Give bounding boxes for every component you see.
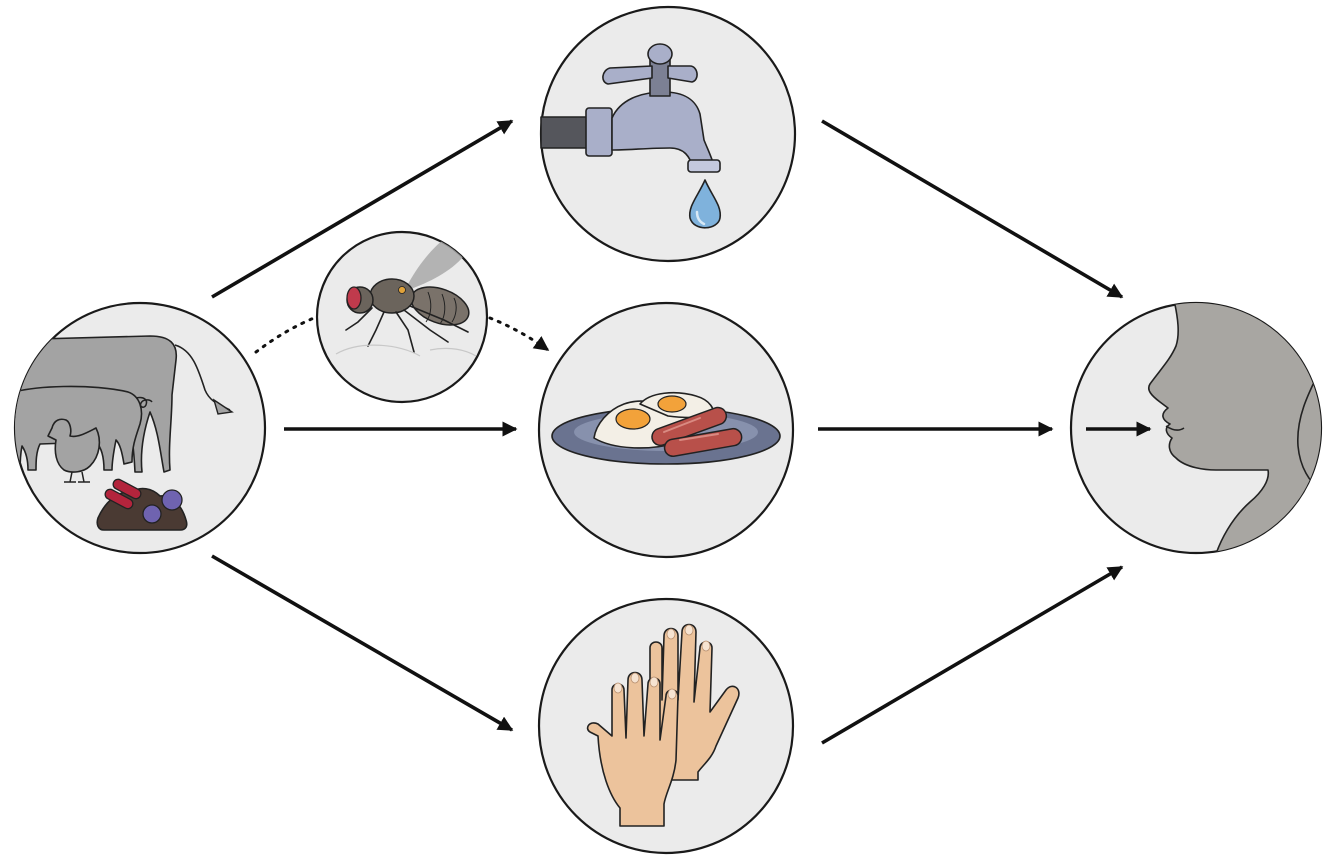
egg-yolk-1 [615, 408, 651, 430]
fly-ground-shadow [335, 344, 477, 357]
water-drop-shine [695, 210, 706, 226]
livestock-and-microbes-icon [15, 335, 234, 531]
tap-pipe [540, 116, 591, 149]
fly-eye [346, 286, 362, 310]
bacteria-coccus-1 [161, 489, 183, 511]
chicken-silhouette [47, 418, 101, 473]
face-profile [1147, 303, 1321, 553]
breakfast-plate-icon [551, 391, 781, 465]
cow-tail-tip [212, 398, 234, 415]
water-node [539, 5, 797, 263]
egg-yolk-2 [657, 395, 687, 413]
pig-silhouette [15, 385, 143, 473]
fly-thorax [369, 278, 415, 314]
hands-icon [586, 623, 740, 827]
dotted-arrow-source-to-fly [254, 316, 316, 354]
water-tap-icon [540, 43, 722, 229]
fly-abdomen-bands [425, 291, 457, 325]
fly-wing-base [398, 286, 406, 294]
arrow-water-to-human [821, 119, 1124, 299]
food-node [537, 301, 795, 559]
dotted-arrow-fly-to-food [488, 316, 550, 352]
bacteria-rod-2 [112, 478, 142, 500]
edges [211, 119, 1124, 745]
tap-spout-ring [687, 159, 721, 173]
human-node [1069, 301, 1323, 555]
sausage-shine [663, 417, 719, 441]
tap-handle-left [602, 65, 653, 85]
sausage-2 [663, 427, 743, 458]
arrow-source-to-hands [211, 554, 514, 732]
sausage-1 [651, 406, 728, 447]
arrow-source-to-water [211, 119, 514, 299]
pig-tail [135, 396, 153, 408]
human-mouth-icon [1147, 303, 1321, 553]
fingernails [613, 624, 711, 700]
bacteria-rod-1 [104, 488, 134, 510]
bacteria-coccus-2 [142, 504, 162, 524]
arrow-hands-to-human [821, 565, 1124, 745]
tap-handle-right [667, 65, 698, 83]
chicken-legs [64, 471, 90, 483]
hands-node [537, 597, 795, 855]
tap-handle-cap [647, 43, 673, 65]
fly-legs [345, 305, 469, 353]
tap-pipe-collar [585, 107, 613, 157]
fly-node [315, 230, 489, 404]
source-node [13, 301, 267, 555]
human-lips [1165, 425, 1185, 431]
